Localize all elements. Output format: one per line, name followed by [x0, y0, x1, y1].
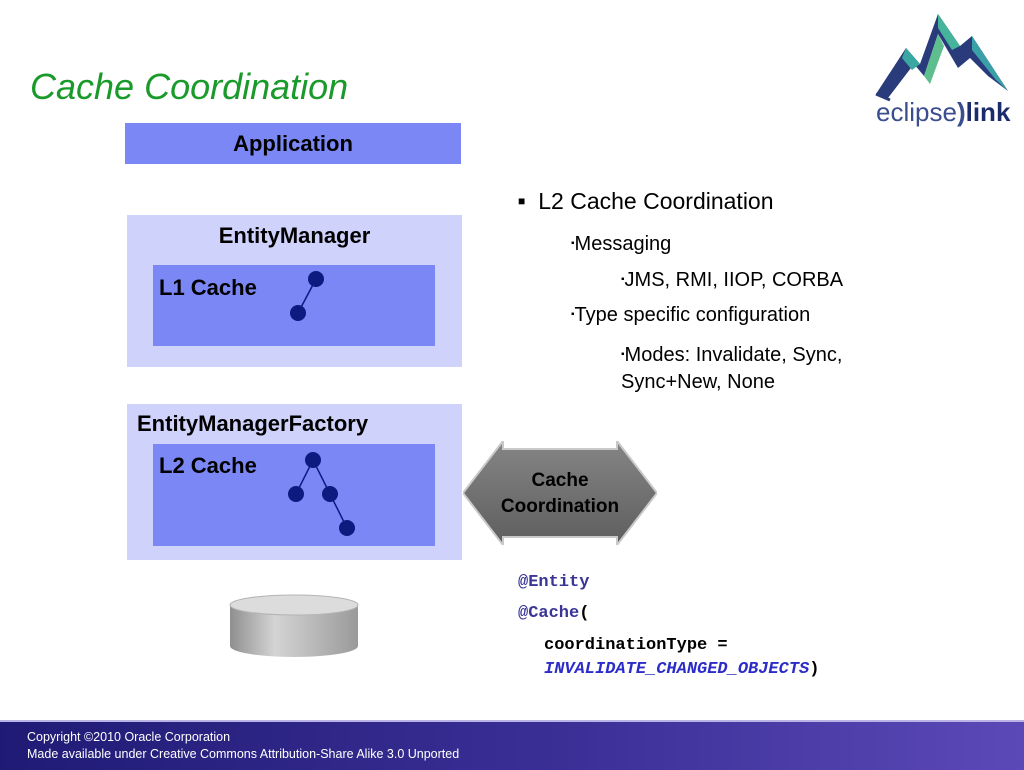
- logo-wordmark: eclipse)link: [876, 97, 1011, 127]
- bullet-messaging: ▪Messaging: [571, 233, 672, 255]
- entity-manager-label: EntityManager: [218, 223, 371, 248]
- application-label: Application: [233, 130, 353, 156]
- code-line-constant: INVALIDATE_CHANGED_OBJECTS): [544, 660, 820, 679]
- entity-manager-factory-label: EntityManagerFactory: [137, 411, 369, 436]
- l1-cache-tree-icon: [290, 271, 324, 321]
- application-box: Application: [125, 123, 461, 164]
- footer-copyright: Copyright ©2010 Oracle Corporation Made …: [27, 730, 460, 761]
- bullet-l2-cache-coordination: ■L2 Cache Coordination: [518, 188, 774, 214]
- arrow-label: Cache Coordination: [500, 470, 620, 517]
- code-line-cache: @Cache(: [518, 604, 590, 623]
- database-icon: [229, 594, 359, 657]
- cache-coordination-arrow: [463, 441, 657, 545]
- footer-bar: [0, 720, 1024, 770]
- l1-cache-box: L1 Cache: [153, 265, 435, 346]
- bullet-modes: ▪Modes: Invalidate, Sync, Sync+New, None: [621, 344, 843, 393]
- l1-cache-label: L1 Cache: [159, 275, 257, 300]
- bullet-type-specific-configuration: ▪Type specific configuration: [571, 304, 811, 326]
- slide-title: Cache Coordination: [30, 66, 349, 107]
- l2-cache-tree-icon: [288, 452, 355, 536]
- code-line-entity: @Entity: [518, 573, 590, 592]
- eclipselink-logo: [875, 14, 1008, 102]
- code-line-coordination-type: coordinationType =: [544, 636, 728, 655]
- l2-cache-label: L2 Cache: [159, 453, 257, 478]
- l2-cache-box: L2 Cache: [153, 444, 435, 546]
- bullet-protocols: ▪JMS, RMI, IIOP, CORBA: [621, 269, 844, 291]
